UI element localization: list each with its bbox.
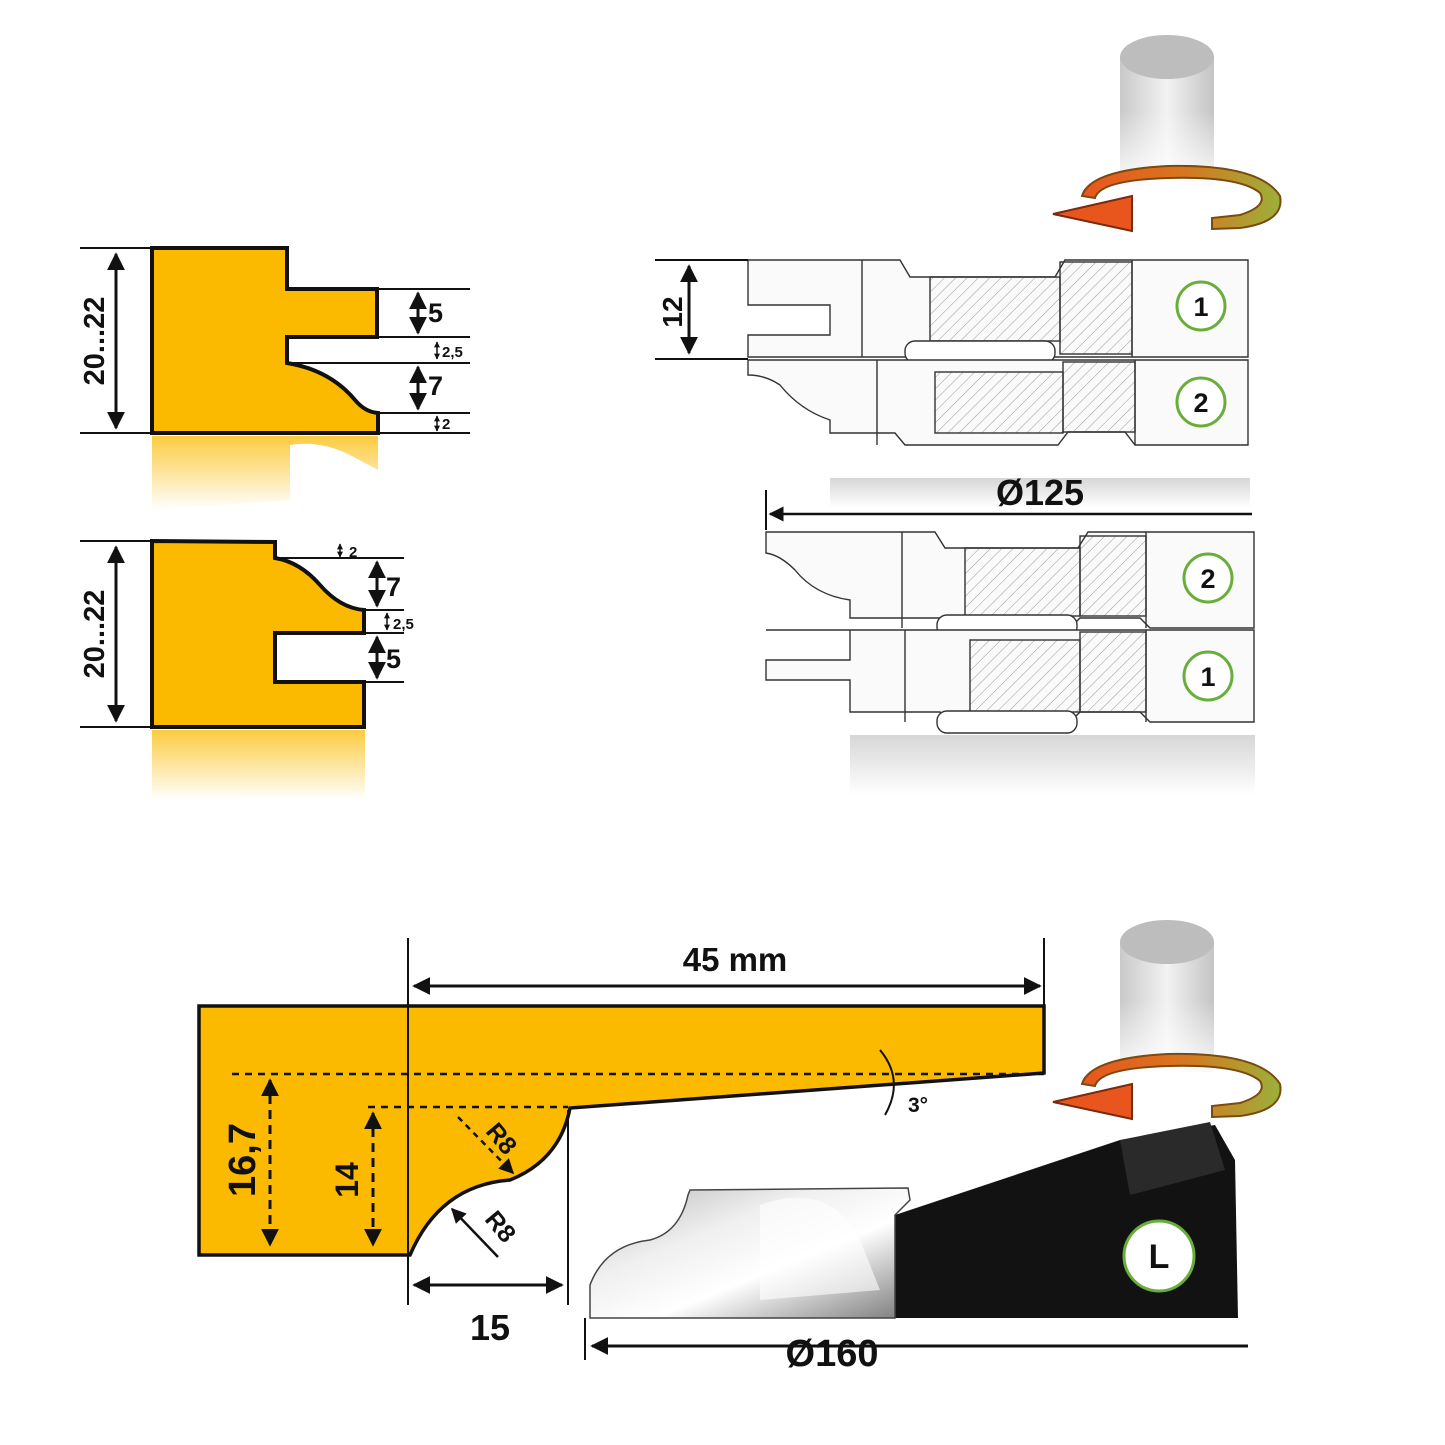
dim-step-label-2: 2 xyxy=(349,544,357,561)
dim-tenon-label-2: 5 xyxy=(386,644,401,674)
depth-outer-label: 16,7 xyxy=(222,1123,264,1197)
cutter-set-lower xyxy=(765,531,1255,734)
cutter-spacing-label: 12 xyxy=(657,296,688,327)
diameter-160-label: Ø160 xyxy=(786,1333,879,1375)
svg-text:L: L xyxy=(1149,1238,1170,1276)
radius-bottom-label: R8 xyxy=(479,1206,521,1249)
rotation-arrow-icon xyxy=(1052,164,1282,233)
badge-l: L xyxy=(1122,1219,1196,1293)
diameter-125-label: Ø125 xyxy=(996,472,1084,513)
svg-text:2: 2 xyxy=(1193,388,1208,418)
dim-ogee-label-2: 7 xyxy=(386,572,401,602)
profile-bottom-reflection xyxy=(152,730,365,800)
profile-top: 20...22 5 2,5 7 2 xyxy=(79,246,470,510)
cutter-photo xyxy=(589,1122,1238,1319)
rotation-arrow-icon-2 xyxy=(1052,1052,1282,1121)
svg-text:2: 2 xyxy=(1200,564,1215,594)
profile-bottom-shape xyxy=(150,538,366,729)
dim-gap-label-2: 2,5 xyxy=(393,616,414,633)
dim-height-label-2: 20...22 xyxy=(79,590,111,679)
panel-profile xyxy=(197,1004,1046,1258)
badge-lower-1: 1 xyxy=(1182,650,1234,702)
badge-upper-2: 2 xyxy=(1175,376,1227,428)
svg-text:1: 1 xyxy=(1193,292,1208,322)
dim-gap-label: 2,5 xyxy=(442,344,463,361)
profile-top-reflection xyxy=(152,436,378,510)
panel-profile-shape xyxy=(197,1004,1046,1257)
dim-tenon-label: 5 xyxy=(428,298,443,328)
cutter-set-upper-reflection xyxy=(830,478,1250,508)
cutter-set-upper xyxy=(747,259,1249,446)
panel-angle-label: 3° xyxy=(908,1094,928,1117)
dim-ogee-label: 7 xyxy=(428,371,443,401)
dim-step-label: 2 xyxy=(442,416,450,433)
dim-height-label: 20...22 xyxy=(79,297,111,386)
profile-bottom: 20...22 2 7 2,5 5 xyxy=(79,538,414,800)
svg-text:1: 1 xyxy=(1200,662,1215,692)
badge-upper-1: 1 xyxy=(1175,280,1227,332)
depth-inner-label: 14 xyxy=(329,1162,365,1198)
offset-label: 15 xyxy=(470,1307,510,1348)
badge-lower-2: 2 xyxy=(1182,552,1234,604)
cutter-set-lower-reflection xyxy=(850,735,1255,795)
profile-top-shape xyxy=(150,246,380,435)
panel-width-label: 45 mm xyxy=(683,941,788,978)
